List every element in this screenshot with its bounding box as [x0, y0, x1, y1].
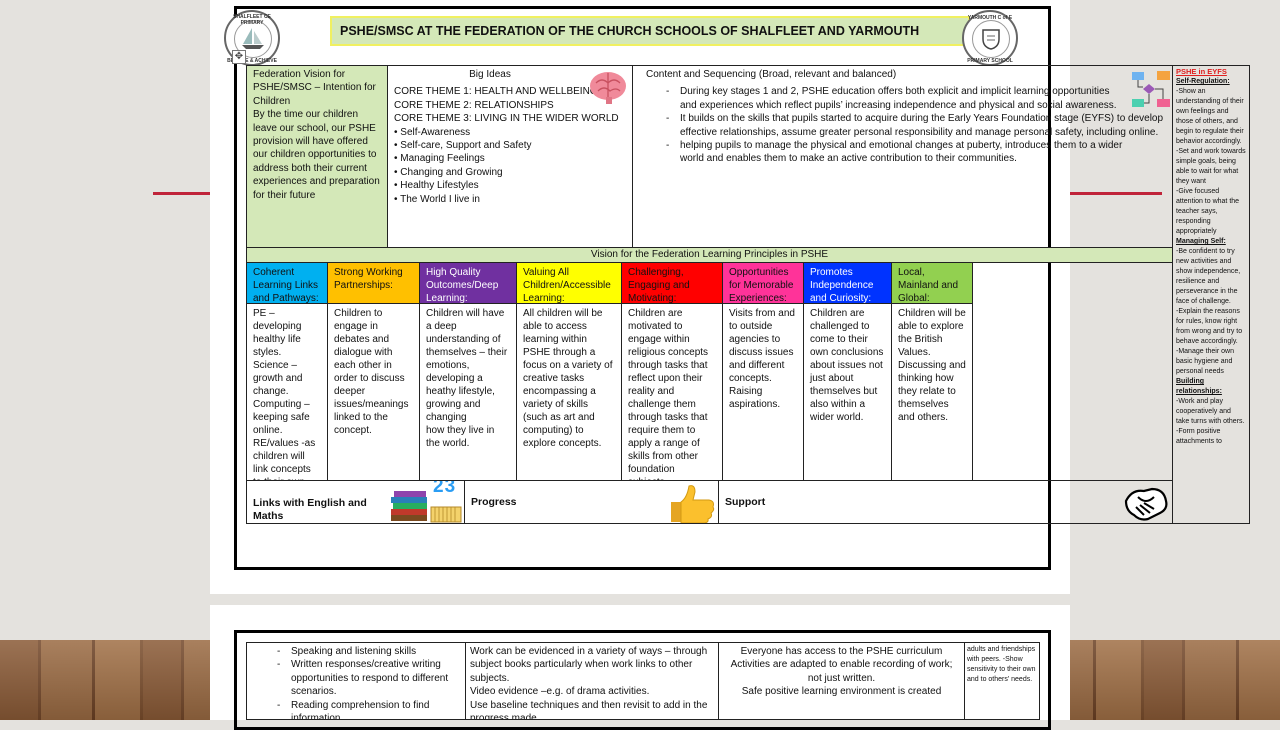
principle-body: PE – developing healthy life styles. Sci…: [246, 303, 328, 481]
eyfs-line: -Be confident to try new activities and …: [1176, 248, 1241, 305]
document-page-2: Speaking and listening skills Written re…: [210, 605, 1070, 730]
eyfs-line: -Show an understanding of their own feel…: [1176, 88, 1244, 145]
eyfs-subheading: Building relationships:: [1176, 378, 1222, 395]
eyfs-line: -Give focused attention to what the teac…: [1176, 188, 1240, 235]
principle-body: Visits from and to outside agencies to d…: [722, 303, 804, 481]
eyfs-subheading: Self-Regulation:: [1176, 78, 1230, 85]
list-item: • Self-care, Support and Safety: [394, 140, 532, 152]
principle-header: High Quality Outcomes/Deep Learning:: [419, 262, 517, 304]
eyfs-line: -Form positive attachments to: [1176, 428, 1222, 445]
support-cell: Support: [718, 480, 1173, 524]
table-move-handle[interactable]: ✥: [232, 50, 246, 64]
crest-icon: [982, 29, 1000, 50]
english-skills-list: Speaking and listening skills Written re…: [251, 645, 461, 719]
list-item: • The World I live in: [394, 193, 480, 205]
principle-body: Children are motivated to engage within …: [621, 303, 723, 481]
principle-header: Local, Mainland and Global:: [891, 262, 973, 304]
principle-header: Coherent Learning Links and Pathways:: [246, 262, 328, 304]
principle-body: Children are challenged to come to their…: [803, 303, 892, 481]
content-list: During key stages 1 and 2, PSHE educatio…: [637, 85, 1168, 165]
support-line: Activities are adapted to enable recordi…: [730, 659, 953, 684]
thumbs-up-icon: [671, 485, 715, 523]
list-item: It builds on the skills that pupils star…: [666, 112, 1168, 139]
principle-body: Children will have a deep understanding …: [419, 303, 517, 481]
eyfs-continued-text: adults and friendships with peers. -Show…: [967, 646, 1036, 683]
slide-divider-right: [1070, 192, 1162, 195]
vision-heading: Federation Vision for PSHE/SMSC – Intent…: [253, 69, 376, 107]
eyfs-subheading: Managing Self:: [1176, 238, 1226, 245]
books-numbers-icon: [391, 491, 462, 523]
principle-body: All children will be able to access lear…: [516, 303, 622, 481]
vision-cell: Federation Vision for PSHE/SMSC – Intent…: [246, 65, 388, 248]
principle-header: Strong Working Partnerships:: [327, 262, 420, 304]
list-item: • Changing and Growing: [394, 166, 503, 178]
progress-cell: Progress: [464, 480, 719, 524]
list-item: • Managing Feelings: [394, 153, 485, 165]
principle-body: Children to engage in debates and dialog…: [327, 303, 420, 481]
eyfs-line: -Set and work towards simple goals, bein…: [1176, 148, 1246, 185]
list-item: • Healthy Lifestyles: [394, 180, 479, 192]
support-line: Safe positive learning environment is cr…: [741, 686, 942, 698]
yarmouth-school-logo: YARMOUTH C of E PRIMARY SCHOOL: [962, 10, 1018, 66]
list-item: Written responses/creative writing oppor…: [277, 658, 461, 698]
handshake-icon: [1124, 487, 1168, 521]
eyfs-line: -Manage their own basic hygiene and pers…: [1176, 348, 1234, 375]
numbers-icon-text: 23: [433, 480, 457, 497]
brain-icon: [590, 72, 626, 104]
page-title: PSHE/SMSC AT THE FEDERATION OF THE CHURC…: [330, 16, 970, 46]
principle-header: Opportunities for Memorable Experiences:: [722, 262, 804, 304]
slide-divider-left: [153, 192, 210, 195]
list-item: • Self-Awareness: [394, 126, 471, 138]
evidence-line: Use baseline techniques and then revisit…: [470, 699, 708, 720]
eyfs-line: -Work and play cooperatively and take tu…: [1176, 398, 1245, 425]
flowchart-icon: [1132, 71, 1170, 107]
progress-evidence-cell: Work can be evidenced in a variety of wa…: [465, 642, 719, 720]
principle-header: Promotes Independence and Curiosity:: [803, 262, 892, 304]
progress-label: Progress: [471, 496, 517, 508]
list-item: helping pupils to manage the physical an…: [666, 139, 1128, 166]
support-line: Everyone has access to the PSHE curricul…: [740, 646, 943, 657]
page-border: [234, 6, 1051, 570]
vision-text: By the time our children leave our schoo…: [253, 109, 380, 201]
big-ideas-list: • Self-Awareness • Self-care, Support an…: [394, 126, 626, 206]
core-theme-1-2: CORE THEME 1: HEALTH AND WELLBEING CORE …: [394, 86, 598, 111]
links-english-maths-cell: Links with English and Maths 23: [246, 480, 465, 524]
principle-body: Children will be able to explore the Bri…: [891, 303, 973, 481]
support-details-cell: Everyone has access to the PSHE curricul…: [718, 642, 965, 720]
links-label: Links with English and Maths: [253, 497, 367, 522]
big-ideas-heading: Big Ideas: [469, 69, 511, 80]
content-heading: Content and Sequencing (Broad, relevant …: [646, 69, 897, 80]
eyfs-line: -Explain the reasons for rules, know rig…: [1176, 308, 1243, 345]
principles-heading: Vision for the Federation Learning Princ…: [246, 247, 1173, 263]
principle-header: Valuing All Children/Accessible Learning…: [516, 262, 622, 304]
list-item: Speaking and listening skills: [277, 645, 461, 659]
list-item: During key stages 1 and 2, PSHE educatio…: [666, 85, 1128, 112]
principle-header: Challenging, Engaging and Motivating:: [621, 262, 723, 304]
document-page-1: SHALFLEET CE PRIMARY BELIEVE & ACHIEVE P…: [210, 0, 1250, 594]
list-item: Reading comprehension to find informatio…: [277, 699, 461, 719]
evidence-line: Work can be evidenced in a variety of wa…: [470, 646, 708, 684]
eyfs-heading: PSHE in EYFS: [1176, 67, 1227, 76]
evidence-line: Video evidence –e.g. of drama activities…: [470, 686, 650, 698]
content-sequencing-cell: Content and Sequencing (Broad, relevant …: [632, 65, 1173, 248]
sailboat-icon: [242, 28, 264, 49]
eyfs-cell: PSHE in EYFS Self-Regulation: -Show an u…: [1172, 65, 1250, 524]
english-skills-cell: Speaking and listening skills Written re…: [246, 642, 466, 720]
eyfs-continued-cell: adults and friendships with peers. -Show…: [964, 642, 1040, 720]
big-ideas-cell: Big Ideas CORE THEME 1: HEALTH AND WELLB…: [387, 65, 633, 248]
support-label: Support: [725, 496, 766, 508]
core-theme-3: CORE THEME 3: LIVING IN THE WIDER WORLD: [394, 113, 619, 125]
